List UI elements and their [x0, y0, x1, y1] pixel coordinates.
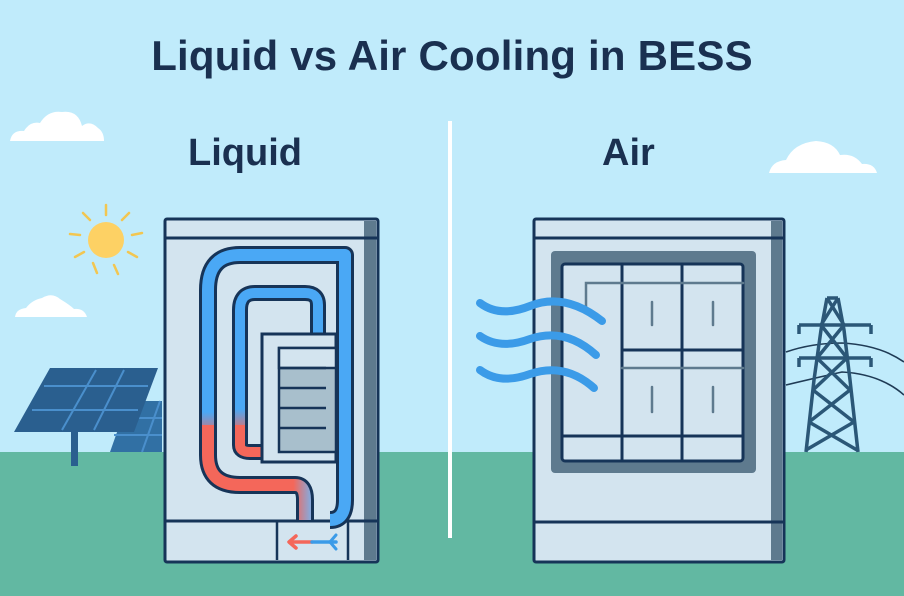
- page-title: Liquid vs Air Cooling in BESS: [151, 32, 753, 79]
- divider: [448, 121, 452, 538]
- liquid-label: Liquid: [188, 132, 302, 174]
- air-label: Air: [602, 132, 655, 174]
- cloud-icon: [10, 111, 104, 141]
- airflow-icon: [476, 297, 606, 392]
- solar-panel-icon: [14, 368, 162, 466]
- battery-module: [260, 332, 338, 464]
- transmission-tower-icon: [785, 296, 904, 453]
- liquid-cooling-cabinet: [163, 217, 380, 564]
- cloud-icon: [769, 141, 877, 173]
- sun-icon: [68, 203, 144, 276]
- cloud-icon: [15, 295, 87, 317]
- air-cooling-cabinet: [532, 217, 786, 564]
- coolant-flow-arrow-icon: [287, 533, 338, 551]
